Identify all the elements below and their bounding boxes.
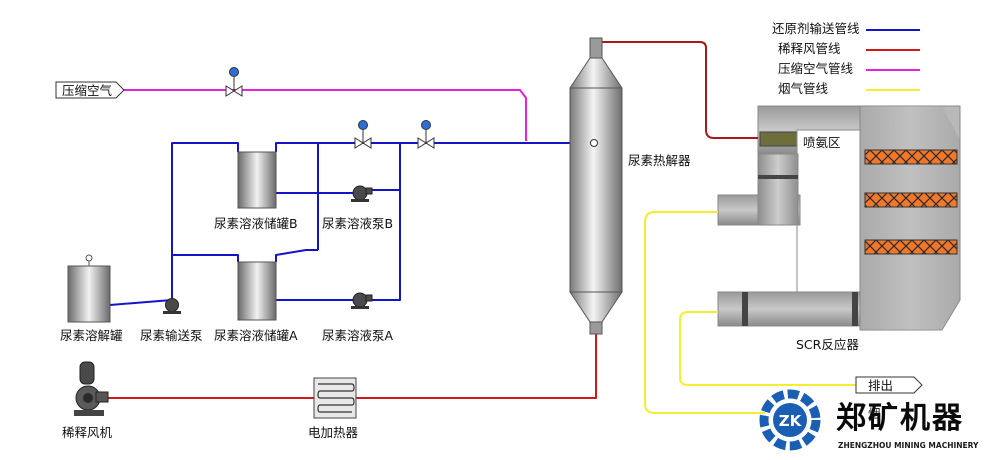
dissolve-tank-label: 尿素溶解罐 (60, 328, 123, 343)
heater-coil-icon (317, 383, 355, 413)
legend-label-reductant: 还原剂输送管线 (772, 21, 860, 36)
brand: 烟 ZK 郑矿机器 ZHENGZHOU MINING MACHINERY (759, 389, 979, 451)
pump-icon (165, 298, 179, 312)
storage-tank-b: 尿素溶液储罐B (214, 151, 298, 231)
valve-actuator-icon (229, 67, 239, 77)
brand-name-cn: 郑矿机器 (836, 401, 964, 436)
solution-pump-b: 尿素溶液泵B (322, 185, 393, 231)
exhaust-outlet-label: 排出 (868, 378, 893, 393)
valve-compressed-air[interactable] (225, 67, 243, 97)
transfer-pump-label: 尿素输送泵 (140, 328, 203, 343)
compressed-air-pipe (122, 89, 527, 141)
injection-zone-label: 喷氨区 (803, 135, 841, 150)
legend-label-compressed-air: 压缩空气管线 (778, 61, 854, 76)
urea-decomposer: 尿素热解器 (569, 37, 691, 335)
pump-icon (352, 185, 368, 201)
electric-heater: 电加热器 (308, 377, 359, 440)
urea-transfer-pump: 尿素输送泵 (140, 298, 203, 343)
solution-pump-a: 尿素溶液泵A (322, 292, 394, 343)
storage-tank-a: 尿素溶液储罐A (214, 261, 298, 343)
pipelines (108, 41, 858, 414)
exhaust-outlet: 排出 (855, 376, 923, 394)
nozzle-icon (590, 139, 598, 147)
urea-dissolve-tank: 尿素溶解罐 (60, 254, 123, 343)
compressed-air-inlet: 压缩空气 (55, 81, 125, 99)
dilution-air-pipe (108, 332, 597, 399)
valve-reductant-1[interactable] (354, 120, 372, 149)
pump-b-label: 尿素溶液泵B (322, 216, 393, 231)
pump-b-loop (276, 143, 400, 250)
brand-partial-text: 烟 (868, 406, 881, 421)
scr-reactor-label: SCR反应器 (796, 337, 859, 352)
legend-label-flue-gas: 烟气管线 (778, 81, 829, 96)
heater-label: 电加热器 (308, 425, 359, 440)
gauge-icon (85, 254, 93, 262)
decomposer-label: 尿素热解器 (628, 153, 691, 168)
zk-logo-icon: ZK (759, 389, 821, 451)
flue-gas-inlet-pipe (644, 211, 770, 414)
compressed-air-inlet-label: 压缩空气 (62, 83, 113, 98)
pump-a-label: 尿素溶液泵A (322, 328, 394, 343)
valve-actuator-icon (358, 120, 368, 130)
flue-gas-outlet-pipe (679, 311, 858, 386)
legend: 还原剂输送管线 稀释风管线 压缩空气管线 烟气管线 (772, 21, 920, 96)
catalyst-layer-1 (864, 149, 958, 165)
scr-reactor: 喷氨区 SCR反应器 (717, 105, 961, 352)
fan-label: 稀释风机 (62, 425, 113, 440)
tank-loop (109, 142, 360, 306)
brand-name-en: ZHENGZHOU MINING MACHINERY (838, 441, 979, 450)
dilution-fan: 稀释风机 (62, 361, 113, 440)
valve-reductant-2[interactable] (417, 120, 435, 149)
pump-icon (352, 292, 368, 308)
reductant-branch-pipe (275, 142, 401, 301)
logo-text: ZK (779, 412, 803, 430)
tank-b-label: 尿素溶液储罐B (214, 216, 298, 231)
legend-label-dilution: 稀释风管线 (778, 41, 841, 56)
tank-a-label: 尿素溶液储罐A (214, 328, 298, 343)
catalyst-layer-3 (864, 239, 958, 255)
catalyst-layer-2 (864, 192, 958, 208)
valve-actuator-icon (421, 120, 431, 130)
